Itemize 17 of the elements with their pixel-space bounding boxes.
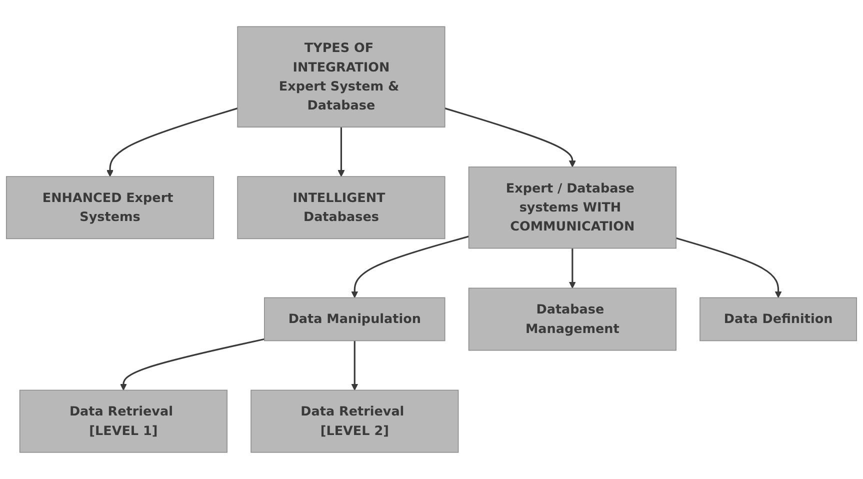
node-box: Expert / Database systems WITH COMMUNICATION bbox=[468, 166, 676, 249]
node-box: Data Definition bbox=[700, 297, 858, 342]
arrow bbox=[568, 248, 576, 288]
node-box: Data Retrieval [LEVEL 2] bbox=[250, 390, 459, 453]
arrow bbox=[351, 340, 358, 390]
arrow bbox=[106, 108, 238, 177]
node-box: Data Manipulation bbox=[264, 297, 446, 342]
node-box: ENHANCED Expert Systems bbox=[6, 176, 214, 240]
arrow bbox=[676, 237, 782, 298]
arrow bbox=[338, 127, 345, 177]
node-box: INTELLIGENT Databases bbox=[237, 176, 446, 240]
arrow bbox=[120, 338, 265, 390]
node-box: Data Retrieval [LEVEL 1] bbox=[19, 390, 228, 453]
node-box: Database Management bbox=[468, 288, 676, 351]
arrow bbox=[444, 108, 576, 168]
node-box: TYPES OF INTEGRATION Expert System & Database bbox=[237, 26, 446, 128]
arrow bbox=[351, 236, 469, 298]
